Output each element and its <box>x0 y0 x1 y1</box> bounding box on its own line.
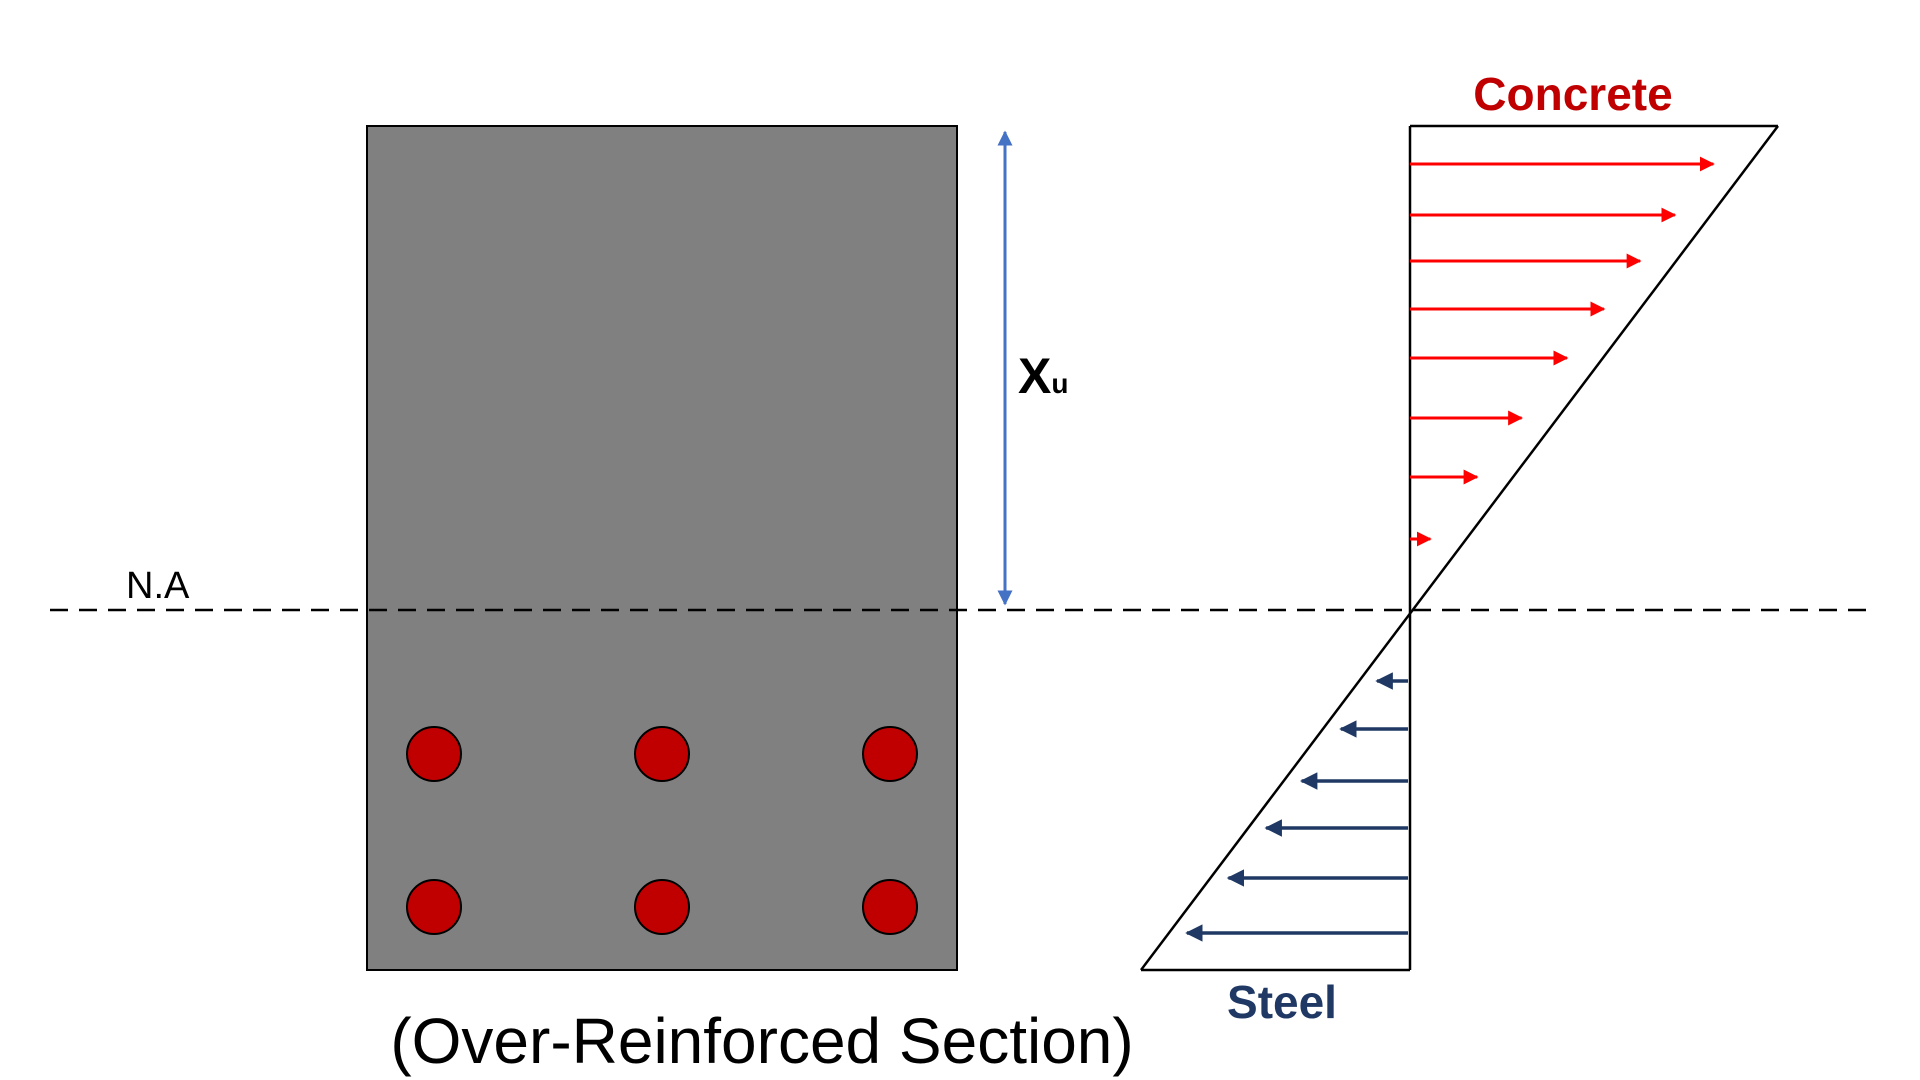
concrete-compression-arrows <box>1410 156 1715 547</box>
steel-tension-arrows <box>1185 672 1408 942</box>
beam-cross-section <box>366 125 958 971</box>
concrete-label: Concrete <box>1473 68 1672 120</box>
section-caption: (Over-Reinforced Section) <box>390 1005 1133 1077</box>
stress-diagram-diagonal <box>1140 125 1779 971</box>
depth-symbol: X <box>1018 348 1051 404</box>
reinforcement-bars <box>406 726 918 935</box>
rebar-2-1 <box>406 879 462 935</box>
neutral-axis-label: N.A <box>126 565 190 607</box>
depth-subscript: u <box>1051 368 1068 399</box>
steel-label: Steel <box>1227 976 1337 1028</box>
rebar-1-1 <box>406 726 462 782</box>
rebar-2-2 <box>634 879 690 935</box>
rebar-1-2 <box>634 726 690 782</box>
rebar-2-3 <box>862 879 918 935</box>
rebar-1-3 <box>862 726 918 782</box>
neutral-axis-depth-label: Xu <box>1018 348 1068 404</box>
